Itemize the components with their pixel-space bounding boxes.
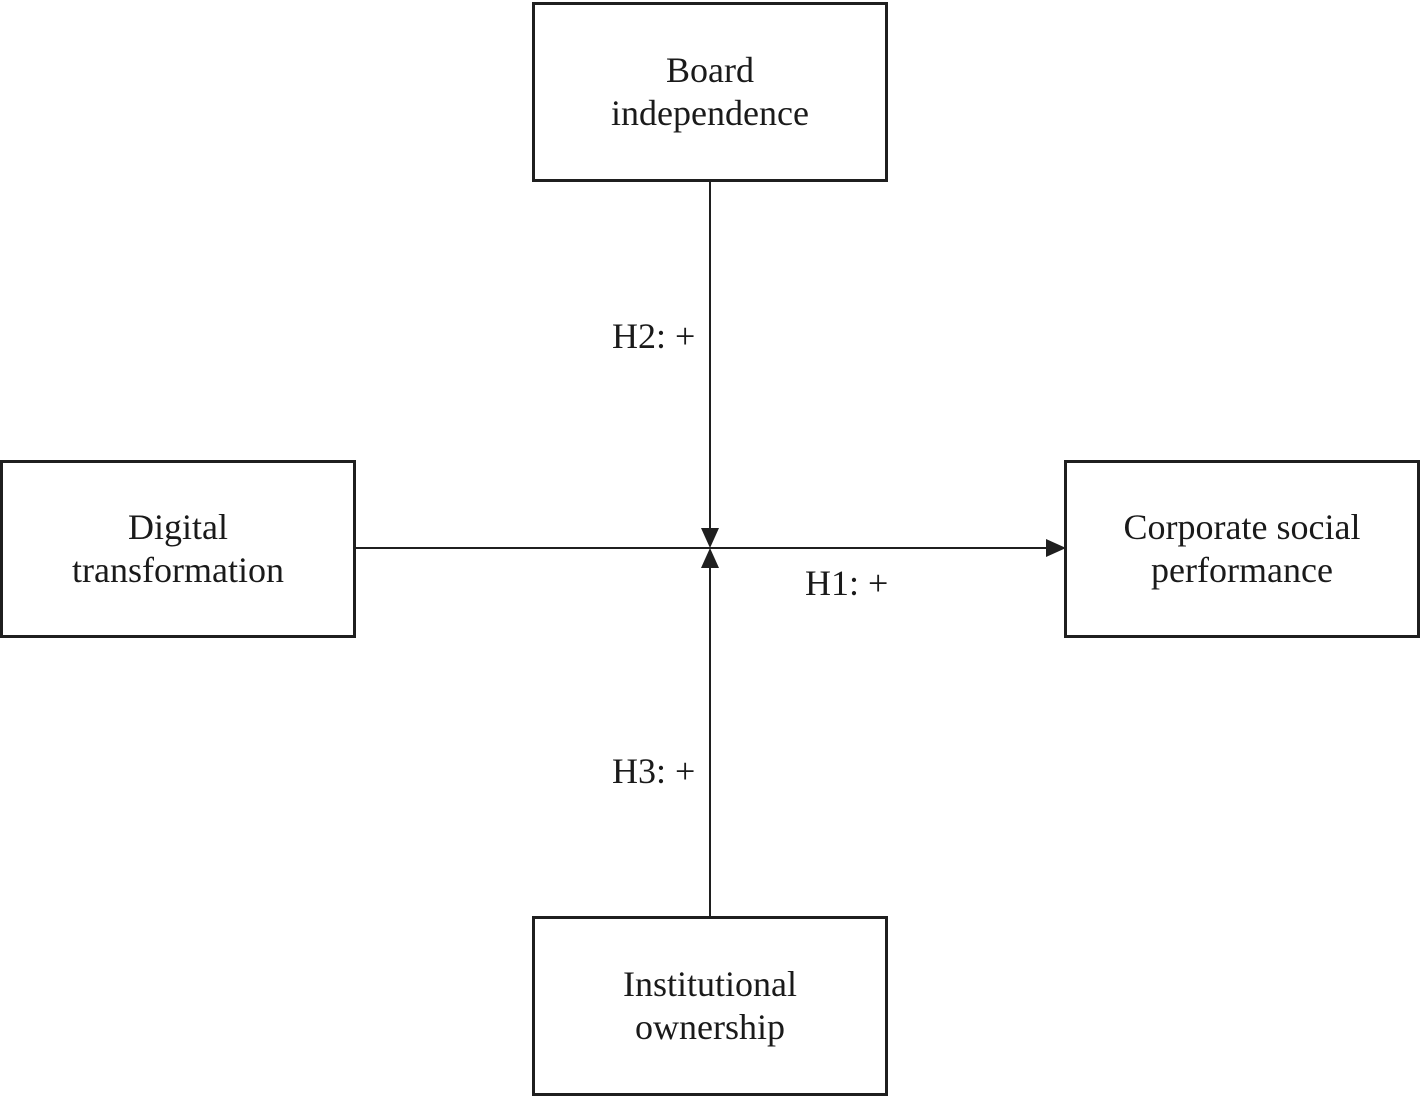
digital-transformation-line-1: Digital — [128, 507, 228, 547]
corporate-social-performance-box: Corporate social performance — [1064, 460, 1420, 638]
institutional-ownership-box: Institutional ownership — [532, 916, 888, 1096]
board-independence-line-2: independence — [611, 93, 809, 133]
h3-arrowhead — [701, 548, 719, 568]
digital-transformation-line-2: transformation — [72, 550, 284, 590]
corporate-social-performance-line-2: performance — [1151, 550, 1333, 590]
h1-label: H1: + — [805, 563, 889, 603]
digital-transformation-box: Digital transformation — [0, 460, 356, 638]
institutional-ownership-line-2: ownership — [635, 1007, 785, 1047]
h3-label: H3: + — [612, 751, 696, 791]
board-independence-line-1: Board — [666, 50, 754, 90]
h2-arrowhead — [701, 528, 719, 548]
institutional-ownership-line-1: Institutional — [623, 964, 797, 1004]
h1-arrowhead — [1046, 539, 1066, 557]
corporate-social-performance-line-1: Corporate social — [1123, 507, 1361, 547]
board-independence-box: Board independence — [532, 2, 888, 182]
h2-label: H2: + — [612, 316, 696, 356]
